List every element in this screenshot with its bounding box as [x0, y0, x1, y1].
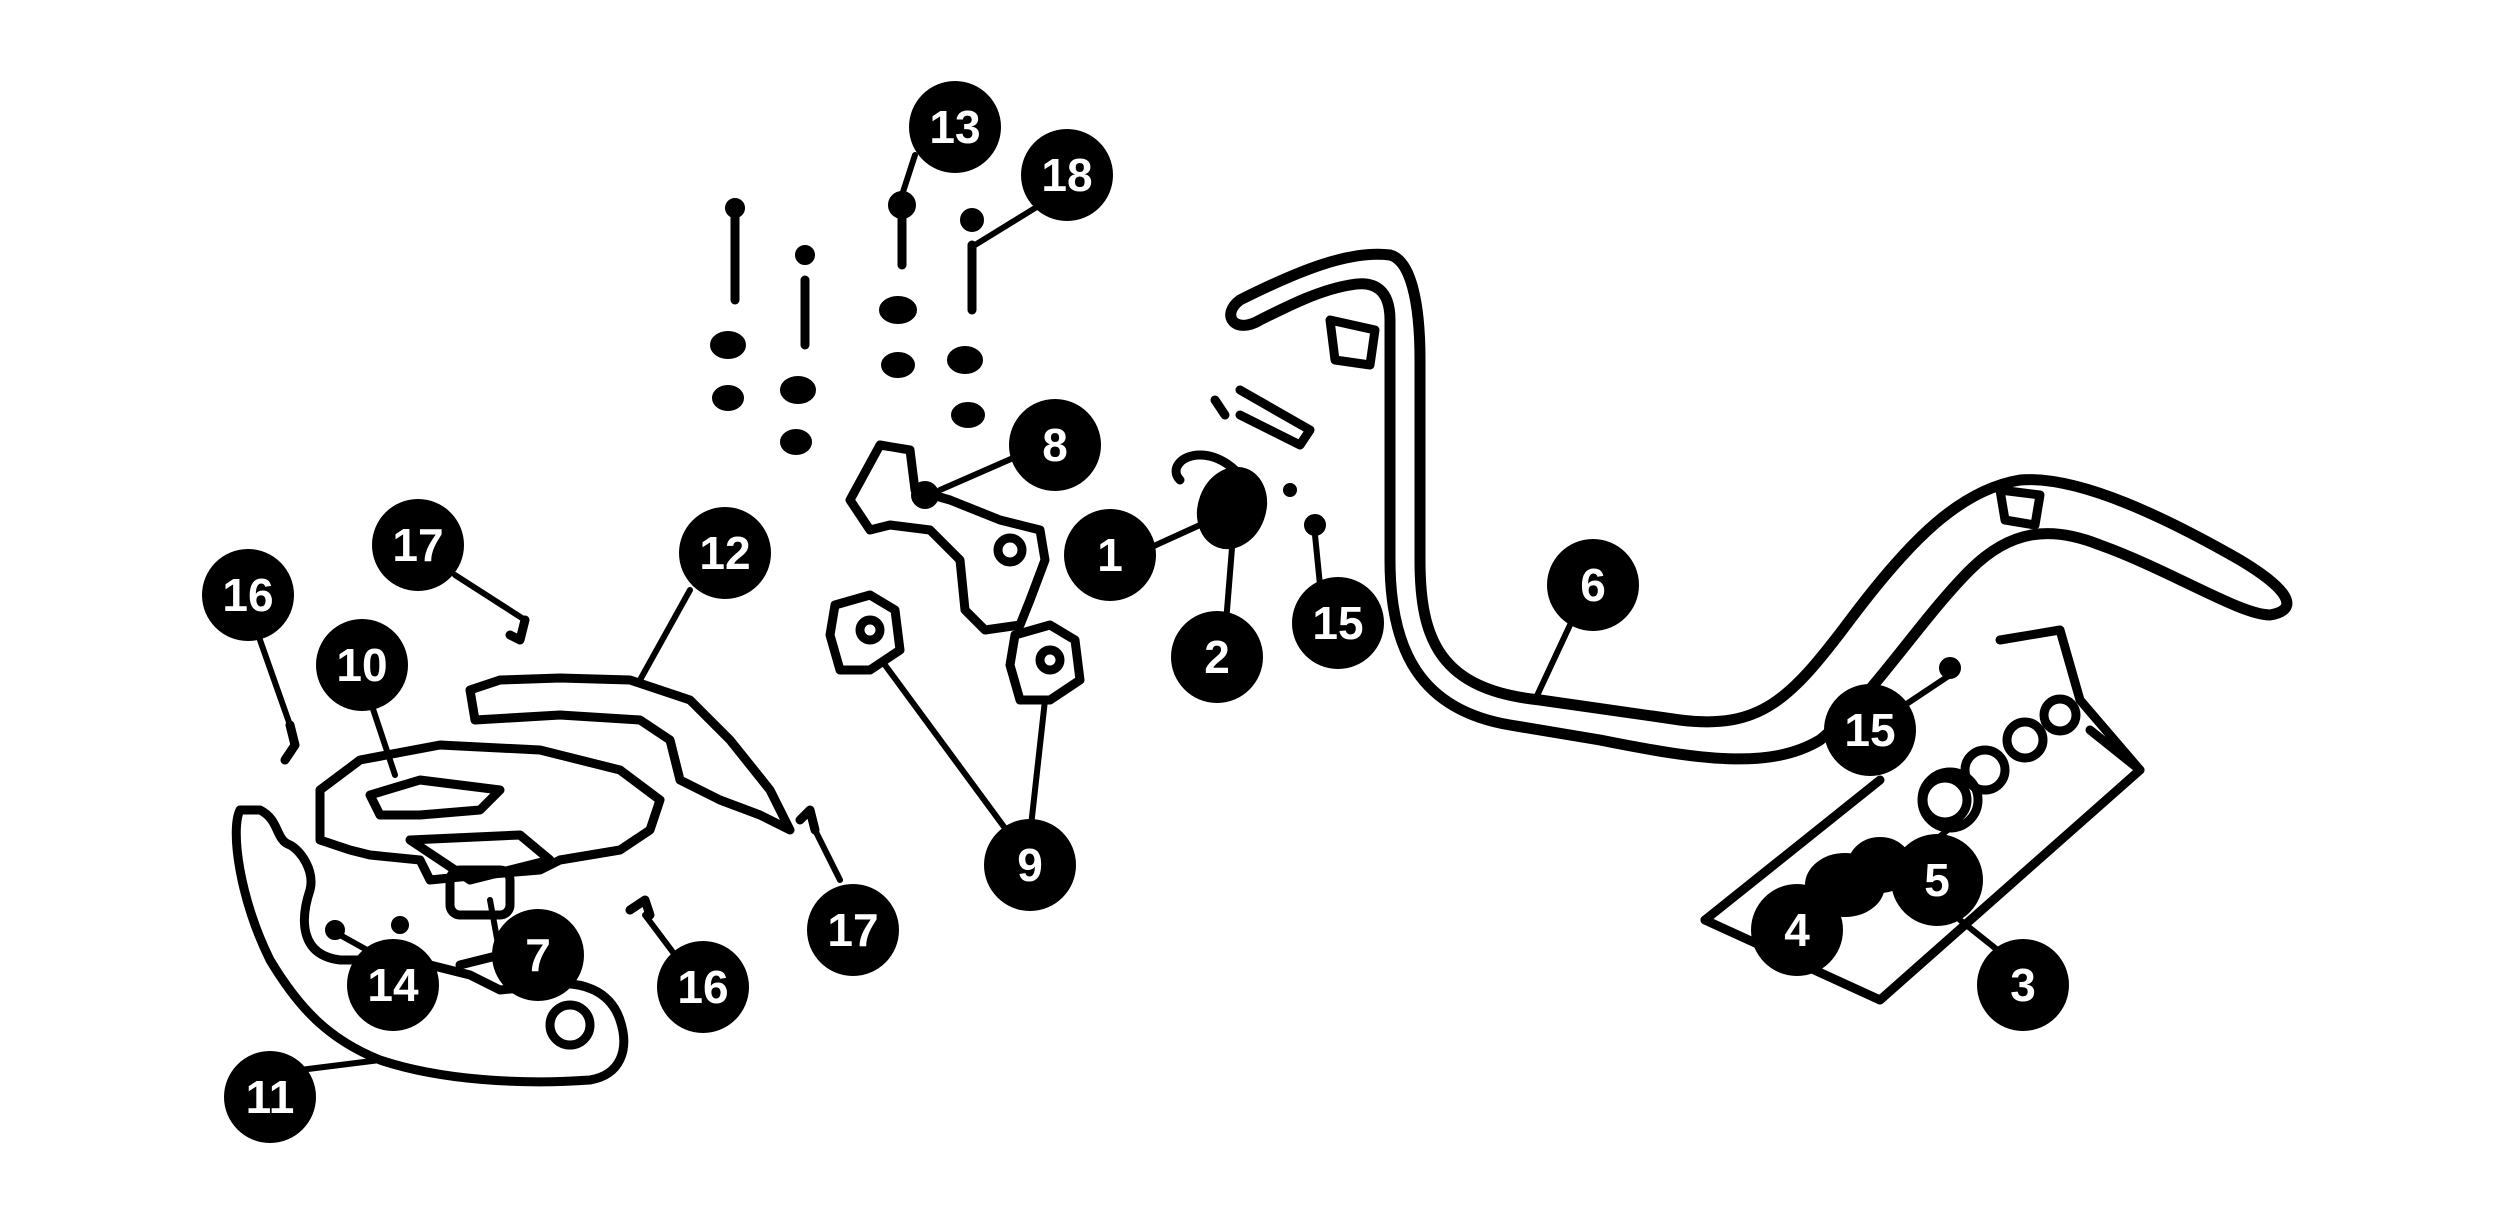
callout-1-label: 1	[1097, 529, 1123, 581]
leader-17b	[812, 827, 843, 883]
callout-4-label: 4	[1784, 904, 1810, 956]
callout-5: 5	[1891, 834, 1983, 926]
callout-17-right-label: 17	[827, 904, 878, 956]
leader-8	[937, 452, 1023, 493]
callout-17-right: 17	[807, 884, 899, 976]
callout-14: 14	[347, 939, 439, 1031]
leader-17a	[452, 572, 528, 623]
leader-16b	[642, 912, 678, 958]
part-17-clip-right	[795, 805, 820, 835]
part-9-bracket-left	[825, 590, 905, 675]
callout-8: 8	[1009, 399, 1101, 491]
callout-5-label: 5	[1924, 854, 1950, 906]
leader-9a	[882, 662, 1013, 838]
callout-18-label: 18	[1041, 149, 1092, 201]
callout-9-label: 9	[1017, 839, 1043, 891]
leader-13	[899, 152, 918, 198]
callout-4: 4	[1751, 884, 1843, 976]
callout-2-label: 2	[1204, 631, 1230, 683]
callout-2: 2	[1171, 611, 1263, 703]
part-18-bolt	[947, 208, 985, 428]
callout-6-label: 6	[1580, 559, 1606, 611]
callout-3-label: 3	[2010, 959, 2036, 1011]
leader-12	[637, 587, 693, 683]
part-17-clip-top	[505, 615, 530, 645]
part-15-nut-upper	[1283, 483, 1326, 536]
callout-16-left-label: 16	[222, 569, 273, 621]
part-10-body-plate	[315, 740, 665, 920]
leader-15a	[1312, 532, 1323, 588]
leader-9b	[1027, 697, 1048, 838]
callout-16-left: 16	[202, 549, 294, 641]
callout-15-upper-label: 15	[1312, 597, 1363, 649]
part-6-tube	[1225, 248, 2293, 765]
callout-12: 12	[679, 507, 771, 599]
callout-17-top: 17	[372, 499, 464, 591]
callout-11-label: 11	[246, 1071, 295, 1123]
callout-8-label: 8	[1042, 419, 1068, 471]
part-16-clip-left	[280, 720, 300, 765]
callout-7-label: 7	[525, 929, 551, 981]
callout-13-label: 13	[929, 101, 980, 153]
callout-13: 13	[909, 81, 1001, 173]
callout-16-right-label: 16	[677, 961, 728, 1013]
part-12-top-plate	[465, 673, 795, 835]
callout-15-upper: 15	[1292, 577, 1384, 669]
leader-10	[367, 697, 398, 778]
leader-6	[1532, 622, 1573, 703]
callout-10-label: 10	[336, 639, 387, 691]
callout-14-label: 14	[367, 959, 419, 1011]
callout-3: 3	[1977, 939, 2069, 1031]
callout-7: 7	[492, 909, 584, 1001]
callout-6: 6	[1547, 539, 1639, 631]
part-8-clamp	[845, 440, 1050, 635]
callout-11: 11	[224, 1051, 316, 1143]
part-14-pin	[325, 916, 409, 940]
callout-10: 10	[316, 619, 408, 711]
callout-17-top-label: 17	[392, 519, 443, 571]
leader-15b	[1902, 672, 1953, 708]
leader-18	[972, 202, 1043, 248]
leader-11	[297, 1057, 383, 1073]
callout-9: 9	[984, 819, 1076, 911]
callout-15-lower: 15	[1824, 684, 1916, 776]
callout-12-label: 12	[699, 527, 750, 579]
leader-lines	[257, 152, 2013, 1073]
part-9-bracket-right	[1005, 620, 1085, 705]
part-16-clip-right	[625, 895, 655, 920]
part-2-bushing	[1196, 466, 1268, 550]
leader-16a	[257, 637, 293, 728]
callout-18: 18	[1021, 129, 1113, 221]
callout-1: 1	[1064, 509, 1156, 601]
part-11-arm	[231, 805, 629, 1087]
part-13-bolt	[879, 191, 917, 378]
callout-16-right: 16	[657, 941, 749, 1033]
part-bolts-set	[710, 198, 816, 455]
callout-15-lower-label: 15	[1844, 704, 1895, 756]
